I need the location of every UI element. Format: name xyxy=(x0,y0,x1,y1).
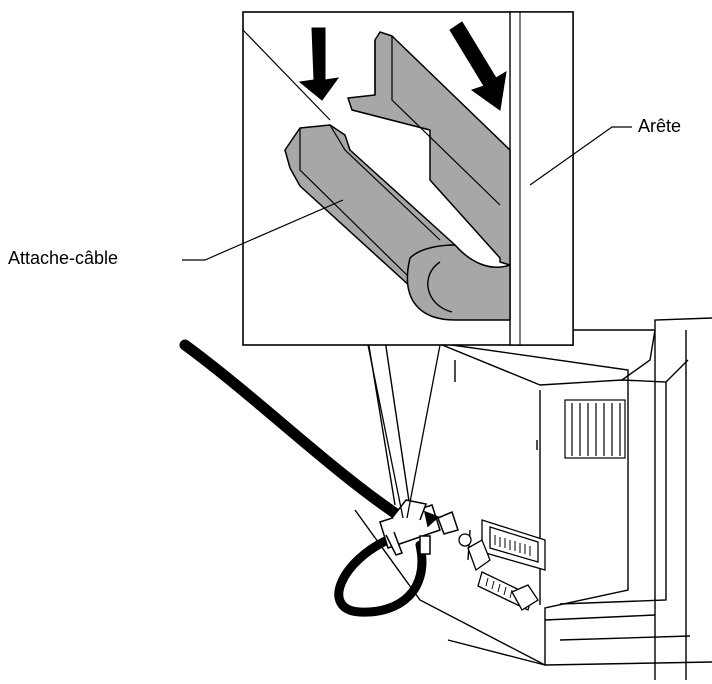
vent-grille xyxy=(564,399,626,459)
callout-pointer xyxy=(367,344,441,519)
down-arrow-right-icon xyxy=(449,21,507,111)
plug-arrow xyxy=(423,510,440,528)
printer-body xyxy=(270,317,712,680)
parallel-port xyxy=(481,519,546,571)
down-arrow-left-icon xyxy=(298,27,340,101)
label-attache-cable: Attache-câble xyxy=(8,248,119,268)
edge-strip xyxy=(509,11,574,346)
lower-connector xyxy=(458,533,539,611)
clip-barrel xyxy=(406,244,511,321)
callout-detail xyxy=(242,11,574,346)
interface-panel xyxy=(447,344,629,666)
cable xyxy=(179,339,427,617)
label-arete: Arête xyxy=(638,116,682,136)
leader-attache-cable xyxy=(182,199,344,261)
leader-lines xyxy=(182,126,632,261)
cable-plug xyxy=(379,499,459,556)
leader-arete xyxy=(529,126,632,186)
